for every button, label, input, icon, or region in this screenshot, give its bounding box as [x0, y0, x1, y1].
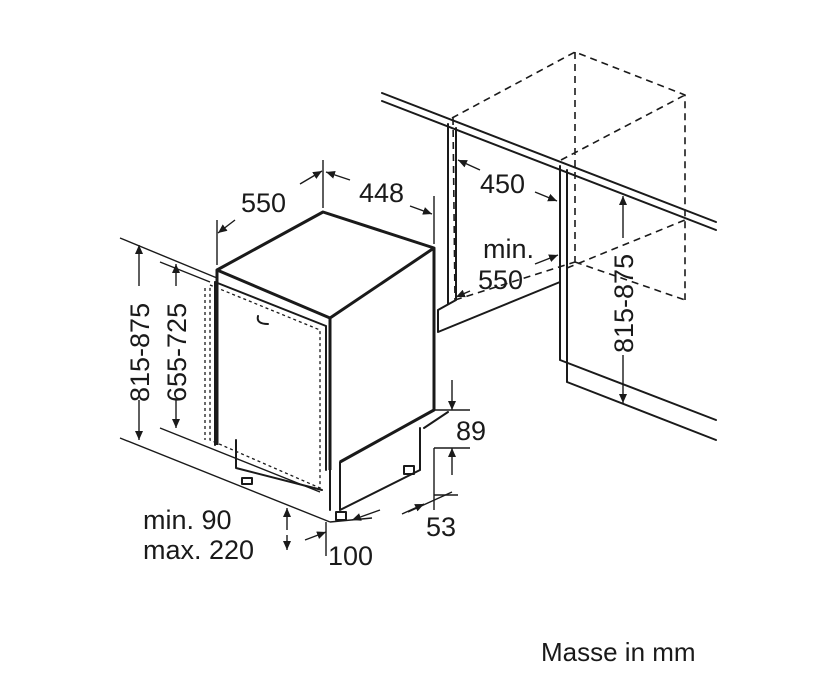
label-min-90: min. 90	[143, 505, 232, 535]
label-min: min.	[483, 234, 534, 264]
label-550-depth: 550	[241, 188, 286, 218]
label-left-height-815-875: 815-875	[125, 303, 155, 402]
foot-left	[241, 477, 253, 485]
depth550-arrow-right	[299, 170, 323, 185]
dishwasher-drawing	[119, 160, 470, 556]
plinth-front	[235, 411, 449, 511]
label-right-height-815-875: 815-875	[609, 254, 639, 353]
plinth-depth-arrow-right	[351, 509, 381, 521]
foot53-line	[433, 448, 458, 510]
label-min-550: 550	[478, 265, 523, 295]
label-100: 100	[328, 541, 373, 571]
right-cabinet-side	[559, 165, 717, 441]
countertop-line	[381, 92, 717, 231]
min550-arrow-left	[455, 289, 471, 298]
left-ext-lines	[119, 237, 218, 283]
door-outline-dashed	[204, 284, 321, 489]
left-cabinet-side	[437, 123, 561, 333]
appliance-front	[215, 270, 332, 470]
width448-arrow-left	[325, 171, 351, 181]
door-handle	[256, 315, 269, 325]
units-caption: Masse in mm	[541, 637, 696, 667]
appliance-top	[215, 210, 436, 320]
label-inner-height-655-725: 655-725	[162, 303, 192, 402]
depth550-arrow-left	[217, 219, 236, 234]
foot-back	[403, 465, 415, 475]
width448-arrow-right	[409, 205, 433, 215]
min550-arrow-right	[534, 254, 559, 265]
plinth-depth-arrow-left	[304, 531, 327, 541]
door-frame	[214, 281, 327, 471]
niche-450-arrow-left	[457, 159, 481, 171]
label-89: 89	[456, 416, 486, 446]
niche-drawing	[381, 51, 717, 441]
top-ext-lines	[216, 160, 435, 265]
upper-cabinet-dashed	[451, 51, 686, 301]
ground-lines	[119, 427, 453, 523]
label-53: 53	[426, 512, 456, 542]
plinth89-line	[434, 409, 470, 449]
foot53-arrow	[401, 503, 425, 515]
foot-right	[335, 511, 347, 521]
niche-450-arrow-right	[534, 191, 558, 202]
label-max-220: max. 220	[143, 535, 254, 565]
label-448-width: 448	[359, 178, 404, 208]
label-450-niche: 450	[480, 169, 525, 199]
